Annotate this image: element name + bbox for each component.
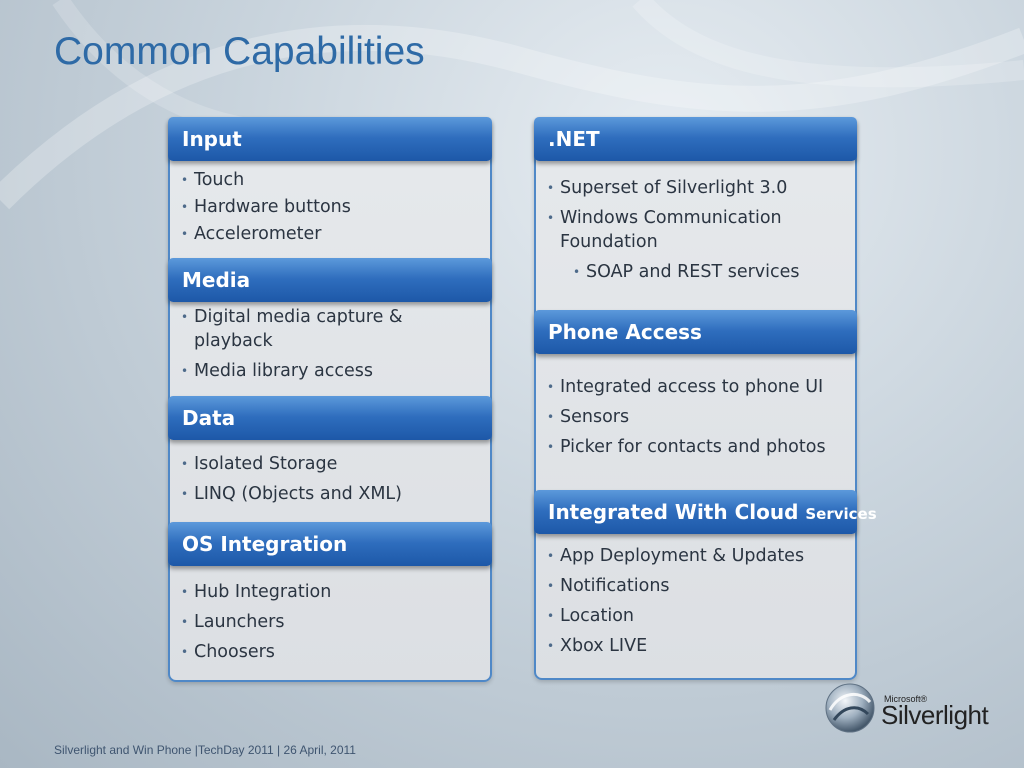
section-header-media: Media [168, 258, 492, 302]
list-item: Hub Integration [170, 580, 490, 604]
section-header-os-integration: OS Integration [168, 522, 492, 566]
cloud-header-main: Integrated With Cloud [548, 500, 799, 524]
slide-footer: Silverlight and Win Phone |TechDay 2011 … [54, 743, 356, 757]
input-list: Touch Hardware buttons Accelerometer [170, 168, 490, 246]
list-item: Xbox LIVE [536, 634, 855, 658]
section-header-phone-access: Phone Access [534, 310, 857, 354]
list-item: Hardware buttons [170, 195, 490, 219]
list-item: Notifications [536, 574, 855, 598]
dotnet-list: Superset of Silverlight 3.0 Windows Comm… [536, 176, 855, 284]
media-list: Digital media capture & playback Media l… [170, 305, 490, 383]
phone-access-list: Integrated access to phone UI Sensors Pi… [536, 375, 855, 459]
cloud-services-list: App Deployment & Updates Notifications L… [536, 544, 855, 658]
list-item: Digital media capture & playback [170, 305, 490, 353]
list-item: Accelerometer [170, 222, 490, 246]
list-item: LINQ (Objects and XML) [170, 482, 490, 506]
silverlight-logo: Microsoft® Silverlight [824, 680, 994, 736]
logo-brand-small: Microsoft® [884, 694, 928, 704]
data-list: Isolated Storage LINQ (Objects and XML) [170, 452, 490, 506]
list-item: Superset of Silverlight 3.0 [536, 176, 855, 200]
slide-title: Common Capabilities [54, 30, 425, 73]
list-item: Isolated Storage [170, 452, 490, 476]
logo-brand: Silverlight [881, 700, 989, 730]
list-item: Choosers [170, 640, 490, 664]
left-capabilities-panel: Input Touch Hardware buttons Acceleromet… [168, 117, 492, 682]
list-item: Location [536, 604, 855, 628]
silverlight-logo-icon [825, 683, 875, 733]
list-item: App Deployment & Updates [536, 544, 855, 568]
list-item: Touch [170, 168, 490, 192]
right-capabilities-panel: .NET Superset of Silverlight 3.0 Windows… [534, 117, 877, 680]
list-item: Picker for contacts and photos [536, 435, 855, 459]
section-header-input: Input [168, 117, 492, 161]
list-item: Launchers [170, 610, 490, 634]
sub-list-item: SOAP and REST services [536, 260, 855, 284]
os-integration-list: Hub Integration Launchers Choosers [170, 580, 490, 664]
section-header-data: Data [168, 396, 492, 440]
list-item: Windows Communication Foundation [536, 206, 855, 254]
section-header-dotnet: .NET [534, 117, 857, 161]
cloud-header-small: Services [805, 505, 877, 523]
list-item: Sensors [536, 405, 855, 429]
section-header-cloud-services: Integrated With Cloud Services [534, 490, 877, 534]
list-item: Media library access [170, 359, 490, 383]
list-item: Integrated access to phone UI [536, 375, 855, 399]
